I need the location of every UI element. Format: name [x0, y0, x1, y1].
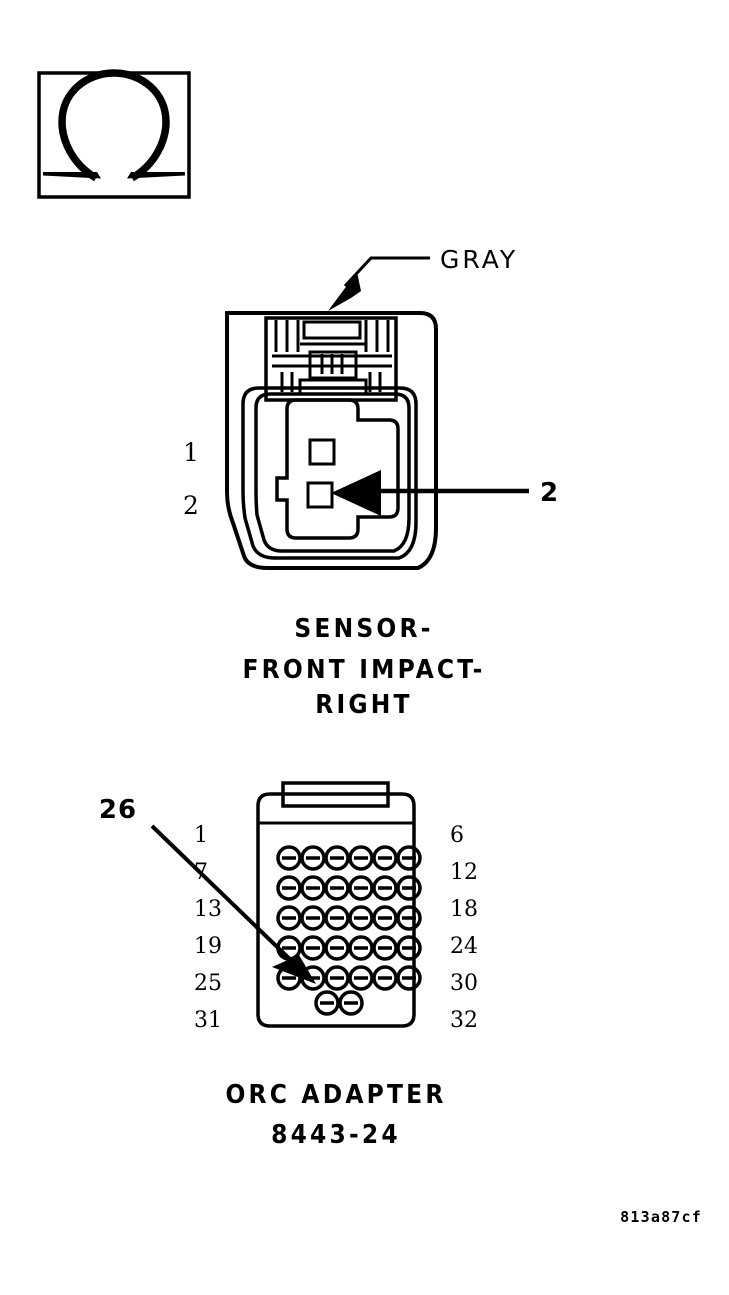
gray-label: GRAY: [440, 245, 518, 274]
orc-adapter-connector: 1 7 13 19 25 31 6 12 18 24 30 32 26: [99, 781, 478, 1150]
orc-pin-row-bottom: [314, 990, 364, 1016]
latch-upper-shelf: [302, 320, 362, 340]
cavity-pin-2: [306, 481, 334, 509]
orc-pin: [300, 935, 326, 961]
orc-pin: [372, 935, 398, 961]
orc-pin: [276, 845, 302, 871]
orc-pin: [314, 990, 340, 1016]
orc-26-arrow-head: [272, 955, 316, 984]
orc-row-label-right-1: 6: [450, 823, 464, 848]
orc-pin: [372, 905, 398, 931]
orc-pin-row: [276, 905, 422, 931]
omega-right-foot: [127, 172, 185, 179]
orc-title-line-1: ORC ADAPTER: [225, 1080, 446, 1110]
orc-pin-row: [276, 935, 422, 961]
orc-row-label-right-6: 32: [450, 1008, 478, 1033]
orc-pin: [348, 935, 374, 961]
orc-row-label-left-5: 25: [194, 971, 222, 996]
top-connector-title-line-1: SENSOR-: [294, 614, 433, 644]
orc-row-label-left-1: 1: [194, 823, 208, 848]
orc-pin-26-callout: 26: [99, 795, 316, 984]
orc-pin: [324, 935, 350, 961]
sensor-front-impact-right-connector: 1 2: [183, 311, 438, 570]
latch-right-ribs: [364, 320, 390, 352]
orc-pin: [324, 845, 350, 871]
orc-pin: [300, 875, 326, 901]
orc-pin: [276, 875, 302, 901]
orc-pin: [348, 875, 374, 901]
orc-pin: [348, 905, 374, 931]
top-connector-title-line-3: RIGHT: [315, 690, 412, 720]
orc-pin: [348, 965, 374, 991]
latch-left-ribs: [274, 320, 300, 352]
cavity-ring-outer: [241, 386, 418, 560]
gray-arrow-head: [328, 272, 361, 311]
orc-body: [256, 792, 416, 1028]
watermark-id: 813a87cf: [620, 1208, 702, 1226]
orc-pin-grid: [276, 845, 422, 1016]
latch-center-tab: [308, 350, 358, 380]
latch-frame: [264, 316, 398, 402]
orc-pin: [324, 905, 350, 931]
orc-left-row-labels: 1 7 13 19 25 31: [194, 823, 222, 1033]
top-connector-title-line-2: FRONT IMPACT-: [243, 655, 486, 685]
latch-center-ribs: [320, 354, 344, 374]
orc-pin: [324, 875, 350, 901]
cavity-pin-1: [308, 438, 336, 466]
orc-row-label-right-2: 12: [450, 860, 478, 885]
orc-top-tab: [281, 781, 390, 808]
orc-pin: [338, 990, 364, 1016]
orc-pin: [372, 845, 398, 871]
orc-pin: [396, 965, 422, 991]
orc-pin: [276, 905, 302, 931]
orc-pin: [396, 905, 422, 931]
omega-badge: [37, 69, 191, 199]
orc-pin-row: [276, 845, 422, 871]
orc-row-label-right-3: 18: [450, 897, 478, 922]
orc-row-label-left-6: 31: [194, 1008, 222, 1033]
pin-label-1: 1: [183, 438, 199, 467]
orc-pin: [348, 845, 374, 871]
orc-row-label-left-4: 19: [194, 934, 222, 959]
omega-arc: [58, 69, 170, 182]
orc-pin-row: [276, 875, 422, 901]
orc-pin: [300, 845, 326, 871]
orc-pin: [396, 875, 422, 901]
pin-label-2: 2: [183, 491, 199, 520]
orc-row-label-right-4: 24: [450, 934, 478, 959]
orc-26-callout-label: 26: [99, 795, 137, 825]
orc-title-line-2: 8443-24: [271, 1120, 401, 1150]
connector-outer-housing: [224, 311, 438, 570]
orc-pin: [396, 845, 422, 871]
orc-row-label-right-5: 30: [450, 971, 478, 996]
orc-pin: [372, 965, 398, 991]
orc-row-label-left-3: 13: [194, 897, 222, 922]
omega-left-foot: [43, 172, 101, 179]
pin-2-callout-label: 2: [540, 478, 559, 508]
orc-26-leader-line: [150, 824, 302, 971]
cavity-inner-keyed-opening: [275, 398, 400, 540]
cavity-ring-middle: [254, 392, 411, 553]
pin-2-arrow-head: [331, 470, 381, 516]
top-connector-title: SENSOR- FRONT IMPACT- RIGHT: [243, 614, 486, 720]
orc-pin: [396, 935, 422, 961]
orc-pin: [324, 965, 350, 991]
orc-pin: [300, 905, 326, 931]
orc-pin: [372, 875, 398, 901]
pin-2-callout: 2: [331, 470, 559, 516]
gray-callout: GRAY: [328, 245, 518, 311]
orc-right-row-labels: 6 12 18 24 30 32: [450, 823, 478, 1033]
